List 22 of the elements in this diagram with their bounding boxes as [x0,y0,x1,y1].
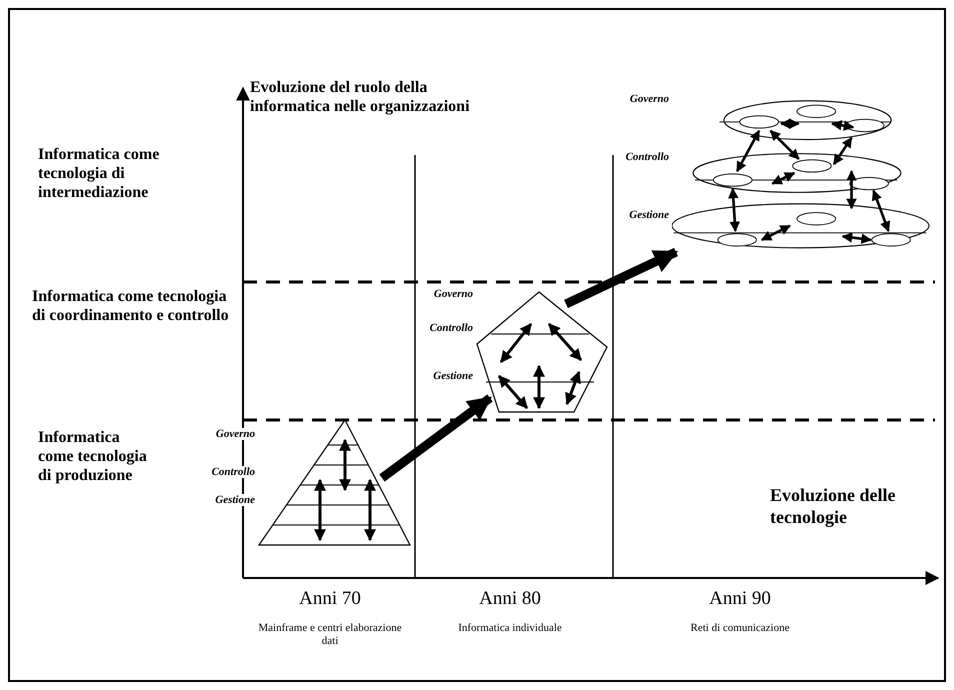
period-label: Anni 70 [298,588,362,611]
level-label: Governo [434,288,473,300]
period-caption: Informatica individuale [457,622,563,636]
level-label: Controllo [626,151,669,163]
level-label: Informatica come tecnologia di intermediazione [38,145,160,203]
period-caption: Reti di comunicazione [690,622,790,636]
level-label: Gestione [629,209,669,221]
period-caption: Mainframe e centri elaborazione dati [257,622,403,648]
level-label: Controllo [212,466,255,478]
level-label: Gestione [215,494,255,506]
axis-title: Evoluzione delle tecnologie [770,485,896,528]
level-label: Gestione [433,370,473,382]
level-label: Governo [216,428,255,440]
period-label: Anni 80 [478,588,542,611]
arrow [379,394,493,482]
period-label: Anni 90 [708,588,772,611]
axis-title: Evoluzione del ruolo della informatica nelle organizzazioni [250,78,471,116]
level-label: Informatica come tecnologia di produzione [38,428,148,486]
level-label: Controllo [430,322,473,334]
level-label: Governo [630,93,669,105]
arrow [564,248,678,308]
level-label: Informatica come tecnologia di coordinamento e controllo [32,287,230,326]
